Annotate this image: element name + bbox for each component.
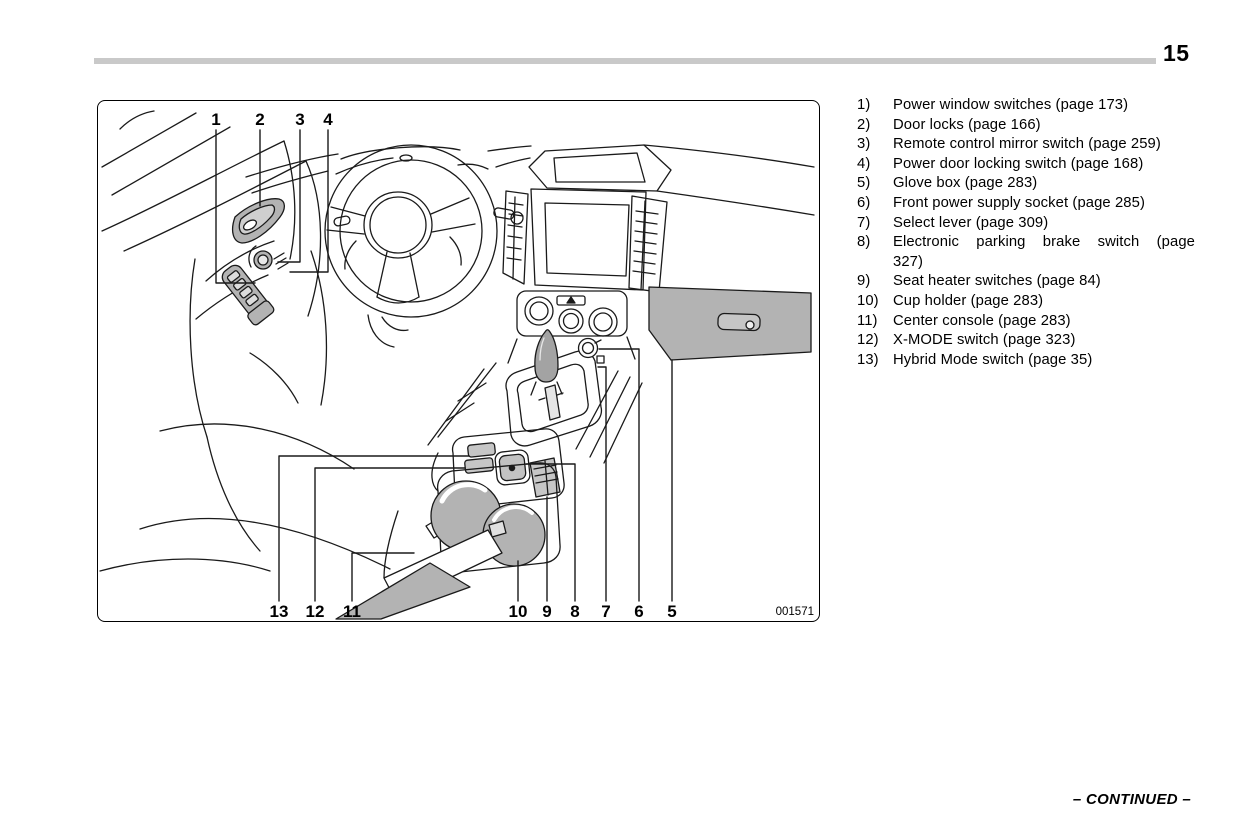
callout-12: 12: [306, 602, 325, 621]
legend-item-3: 3) Remote control mirror switch (page 25…: [857, 135, 1195, 155]
callout-10: 10: [509, 602, 528, 621]
legend-item-num: 13): [857, 351, 879, 368]
legend-item-num: 5): [857, 175, 871, 192]
mirror-switch: [248, 245, 273, 270]
legend-item-text: Select lever (page 309): [893, 214, 1049, 231]
legend-item-12: 12) X-MODE switch (page 323): [857, 331, 1195, 351]
x-mode-switch: [464, 457, 495, 474]
legend-item-num: 9): [857, 273, 871, 290]
legend-item-num: 8): [857, 234, 871, 251]
hybrid-mode-switch: [467, 442, 496, 458]
legend-item-text: Cup holder (page 283): [893, 292, 1044, 309]
leader-1: [215, 129, 256, 284]
legend-item-9: 9) Seat heater switches (page 84): [857, 272, 1195, 292]
leader-3: [277, 129, 301, 263]
power-window-switches: [221, 264, 275, 326]
instrument-visor: [333, 146, 524, 227]
legend-item-text-line1: Electronic parking brake switch (page: [893, 234, 1195, 251]
leader-8: [525, 463, 576, 602]
glove-box: [648, 286, 812, 361]
legend-item-text: X-MODE switch (page 323): [893, 332, 1076, 349]
legend-item-num: 12): [857, 332, 879, 349]
center-console: [335, 529, 503, 620]
dashboard: [245, 144, 815, 348]
figure-code: 001571: [776, 606, 814, 618]
callout-8: 8: [570, 602, 579, 621]
callout-6: 6: [634, 602, 643, 621]
legend-item-text: Electronic parking brake switch (page 32…: [893, 233, 1195, 272]
console-side: [383, 362, 643, 579]
legend-item-4: 4) Power door locking switch (page 168): [857, 155, 1195, 175]
legend-list: 1) Power window switches (page 173) 2) D…: [857, 96, 1195, 370]
legend-item-num: 11): [857, 312, 878, 329]
callout-1: 1: [211, 110, 220, 129]
legend-item-5: 5) Glove box (page 283): [857, 174, 1195, 194]
driver-door: [101, 110, 322, 320]
legend-item-num: 6): [857, 194, 871, 211]
select-lever: [505, 329, 603, 447]
legend-item-2: 2) Door locks (page 166): [857, 116, 1195, 136]
legend-item-num: 3): [857, 136, 871, 153]
center-stack: [502, 144, 672, 361]
legend-item-text: Front power supply socket (page 285): [893, 194, 1145, 211]
callout-4: 4: [323, 110, 333, 129]
door-lock-handle: [231, 198, 286, 244]
continued-footer: – CONTINUED –: [1072, 791, 1191, 808]
legend-item-num: 10): [857, 292, 879, 309]
legend-item-text: Door locks (page 166): [893, 116, 1041, 133]
callout-5: 5: [667, 602, 676, 621]
legend-item-13: 13) Hybrid Mode switch (page 35): [857, 351, 1195, 371]
callout-11: 11: [343, 602, 361, 621]
climate-controls: [507, 290, 636, 364]
callout-numbers: 1 2 3 4 13 12 11 10 9 8 7 6 5 001571: [211, 110, 814, 621]
legend-item-text: Power window switches (page 173): [893, 97, 1129, 113]
leader-4: [289, 129, 329, 273]
parking-brake-switch: [494, 449, 531, 486]
legend-item-7: 7) Select lever (page 309): [857, 214, 1195, 234]
legend-item-num: 4): [857, 155, 871, 172]
callout-9: 9: [542, 602, 551, 621]
legend-item-text: Glove box (page 283): [893, 175, 1038, 192]
callout-leaders: [215, 129, 673, 602]
legend-item-num: 7): [857, 214, 871, 231]
legend-item-num: 2): [857, 116, 871, 133]
legend-item-text: Power door locking switch (page 168): [893, 155, 1144, 172]
figure-frame: 1 2 3 4 13 12 11 10 9 8 7 6 5 001571: [97, 100, 820, 622]
legend-item-8: 8) Electronic parking brake switch (page…: [857, 233, 1195, 272]
legend-item-10: 10) Cup holder (page 283): [857, 292, 1195, 312]
legend-item-11: 11) Center console (page 283): [857, 312, 1195, 332]
door-locking-switch: [273, 252, 289, 270]
page-number: 15: [1163, 40, 1190, 66]
power-supply-socket: [577, 337, 605, 364]
steering-wheel: [324, 144, 498, 318]
leader-12: [314, 467, 466, 602]
legend-item-6: 6) Front power supply socket (page 285): [857, 194, 1195, 214]
legend-item-text: Remote control mirror switch (page 259): [893, 136, 1161, 153]
leader-6: [598, 348, 640, 602]
callout-2: 2: [255, 110, 264, 129]
header-rule: [94, 58, 1156, 64]
legend-item-text: Seat heater switches (page 84): [893, 273, 1101, 290]
legend-item-text: Center console (page 283): [893, 312, 1071, 329]
callout-3: 3: [295, 110, 304, 129]
leader-13: [278, 455, 470, 602]
leader-7: [597, 366, 607, 602]
leader-11: [351, 552, 415, 602]
legend-item-num: 1): [857, 97, 871, 113]
callout-13: 13: [270, 602, 289, 621]
legend-item-text: Hybrid Mode switch (page 35): [893, 351, 1093, 368]
interior-diagram: 1 2 3 4 13 12 11 10 9 8 7 6 5 001571: [99, 110, 815, 621]
driver-seat: [99, 250, 457, 572]
legend-item-1: 1) Power window switches (page 173): [857, 96, 1195, 116]
callout-7: 7: [601, 602, 610, 621]
legend-item-text-line2: 327): [893, 253, 924, 270]
